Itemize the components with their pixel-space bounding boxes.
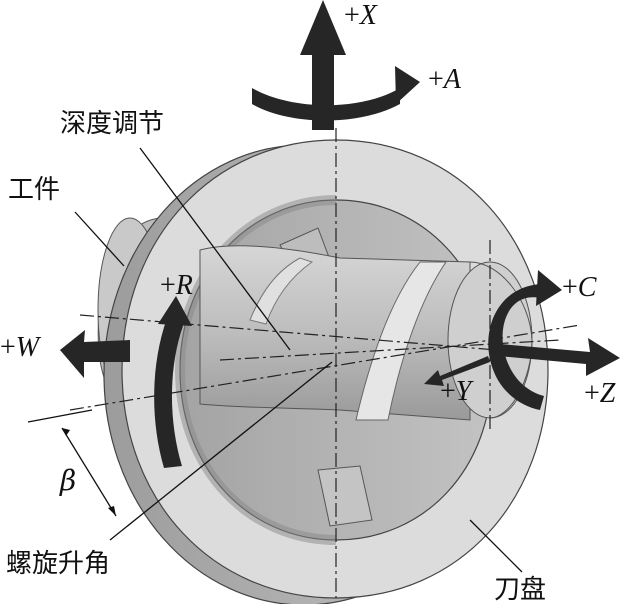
- beta-reference-line: [27, 409, 93, 423]
- beta-arrow-top: [62, 428, 70, 436]
- beta-measure-line: [61, 427, 117, 517]
- z-axis-label: +Z: [584, 378, 616, 409]
- horizontal-axis-line: [79, 314, 521, 353]
- beta-label: β: [59, 464, 76, 497]
- w-axis-label: +W: [0, 332, 42, 363]
- workpiece-label: 工件: [8, 175, 60, 205]
- mid-axis-line: [219, 339, 561, 361]
- depth-adjust-leader: [139, 147, 291, 351]
- c-axis-label: +C: [562, 272, 597, 303]
- helix-angle-label: 螺旋升角: [6, 549, 110, 579]
- helix-angle-leader: [109, 361, 333, 541]
- a-axis-label: +A: [428, 64, 462, 95]
- workpiece-shaft: [199, 245, 533, 421]
- y-axis-arrow: [424, 356, 490, 386]
- c-rotation-arrow: [488, 270, 562, 410]
- cutter-disk-label: 刀盘: [494, 575, 546, 604]
- z-axis-arrow: [498, 338, 620, 376]
- cutter-disk-leader: [469, 519, 523, 573]
- x-axis-label: +X: [344, 0, 378, 31]
- helical-groove: [355, 261, 447, 421]
- depth-adjust-label: 深度调节: [60, 109, 164, 139]
- r-rotation-arrow: [154, 296, 192, 468]
- r-axis-label: +R: [160, 270, 193, 301]
- cutter-blade-bottom: [317, 465, 373, 527]
- y-axis-label: +Y: [440, 376, 475, 407]
- a-rotation-arrow: [252, 66, 420, 121]
- workpiece-leader: [74, 211, 125, 267]
- w-axis-arrow: [60, 330, 130, 378]
- beta-arrow-bottom: [108, 506, 116, 516]
